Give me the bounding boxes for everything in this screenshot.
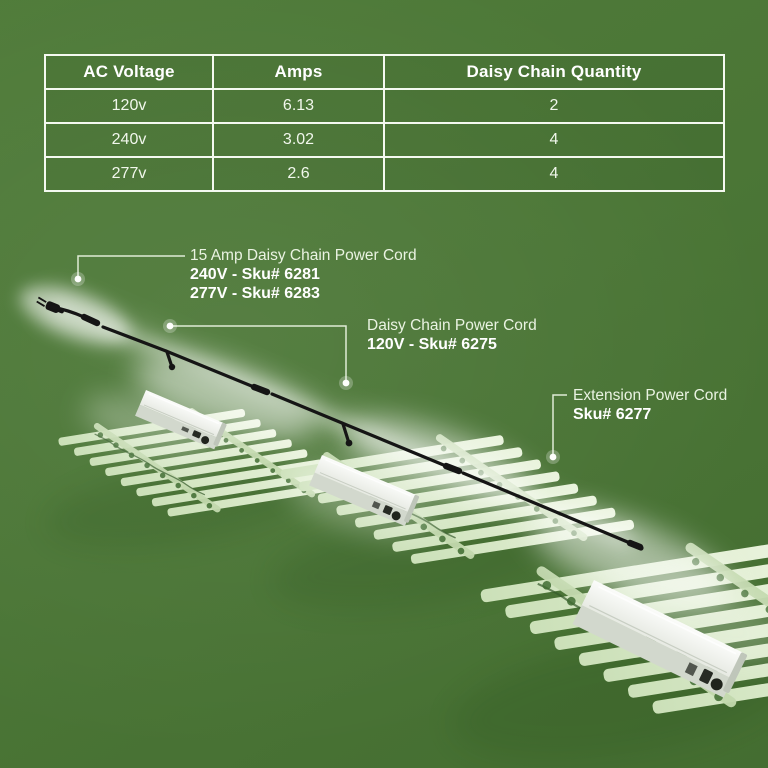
cable-connector [442, 462, 463, 475]
callout-label-daisy-chain-cord: Daisy Chain Power Cord 120V - Sku# 6275 [367, 316, 537, 354]
cell-qty: 4 [383, 156, 725, 192]
drop-connector [165, 350, 173, 366]
table-header-row: AC Voltage Amps Daisy Chain Quantity [44, 54, 725, 90]
table-row: 277v 2.6 4 [44, 156, 725, 192]
cell-amps: 3.02 [212, 122, 385, 158]
callout-title: Daisy Chain Power Cord [367, 317, 537, 334]
callout-label-extension-cord: Extension Power Cord Sku# 6277 [573, 386, 727, 424]
driver-box-3 [572, 580, 748, 698]
callout-sku: 277V - Sku# 6283 [190, 285, 320, 302]
spec-table: AC Voltage Amps Daisy Chain Quantity 120… [44, 54, 725, 192]
header-daisy-chain-qty: Daisy Chain Quantity [383, 54, 725, 90]
callout-title: 15 Amp Daisy Chain Power Cord [190, 247, 417, 264]
power-cable [36, 296, 644, 551]
cable-end-connector [626, 539, 644, 551]
table-row: 240v 3.02 4 [44, 122, 725, 158]
cell-amps: 2.6 [212, 156, 385, 192]
header-amps: Amps [212, 54, 385, 90]
driver-box-1 [135, 390, 227, 450]
callout-label-15amp-cord: 15 Amp Daisy Chain Power Cord 240V - Sku… [190, 246, 417, 303]
cell-qty: 4 [383, 122, 725, 158]
callout-sku: 240V - Sku# 6281 [190, 266, 320, 283]
cell-voltage: 240v [44, 122, 214, 158]
cell-amps: 6.13 [212, 88, 385, 124]
callout-line-15amp [71, 255, 185, 286]
callout-sku: Sku# 6277 [573, 406, 652, 423]
drop-connector [341, 422, 350, 442]
cable-connector [80, 313, 101, 327]
cell-voltage: 277v [44, 156, 214, 192]
callout-title: Extension Power Cord [573, 387, 728, 404]
cable-connector [250, 383, 271, 396]
driver-box-2 [309, 455, 420, 527]
callout-line-extension [546, 394, 567, 464]
table-row: 120v 6.13 2 [44, 88, 725, 124]
cell-voltage: 120v [44, 88, 214, 124]
callout-line-daisy120 [163, 319, 353, 390]
callout-sku: 120V - Sku# 6275 [367, 336, 497, 353]
header-ac-voltage: AC Voltage [44, 54, 214, 90]
cell-qty: 2 [383, 88, 725, 124]
